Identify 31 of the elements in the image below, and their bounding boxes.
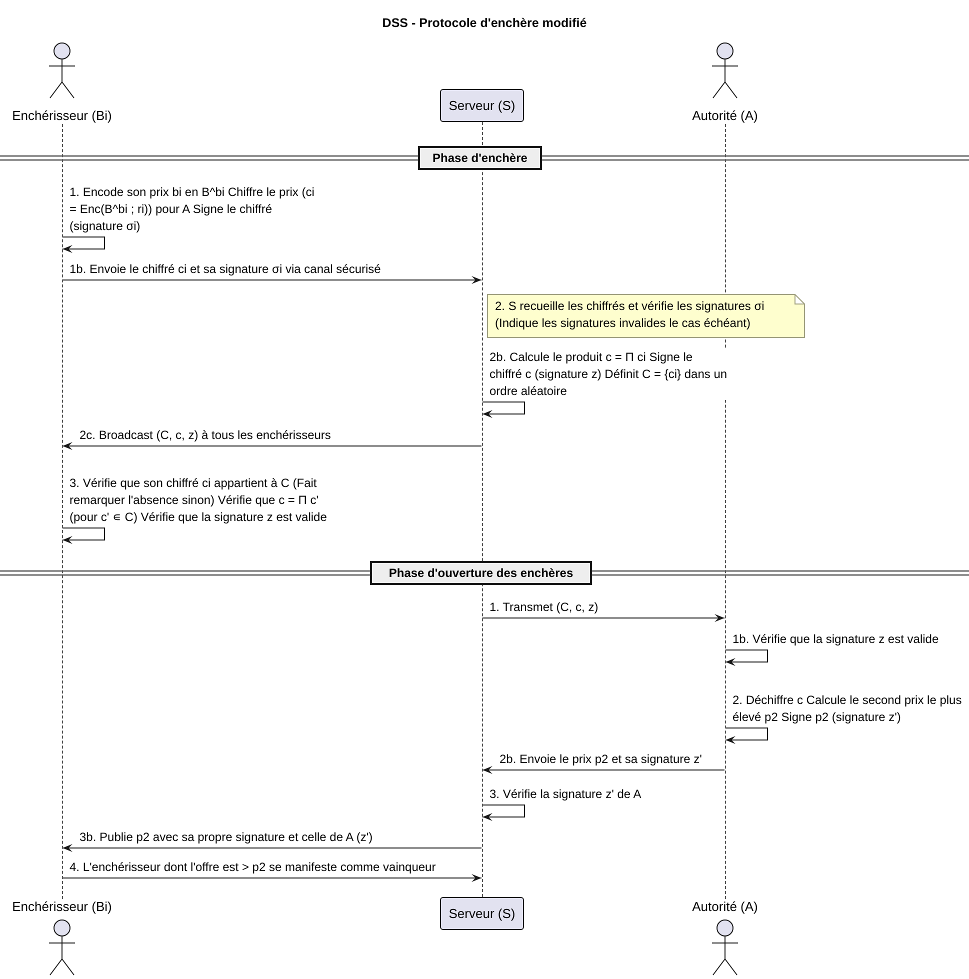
message-label: 2c. Broadcast (C, c, z) à tous les enchérisseurs [78,427,332,444]
message-arrow [482,804,525,821]
message-label: 1b. Envoie le chiffré ci et sa signature σi via canal sécurisé [68,261,382,278]
message-arrow [482,402,525,418]
actor-label: Autorité (A) [692,108,758,124]
message-arrow [725,650,768,666]
phase-label: Phase d'ouverture des enchères [370,561,592,585]
message-label: 2b. Envoie le prix p2 et sa signature z' [498,751,703,768]
message-label: 2b. Calcule le produit c = Π ci Signe le chiffré c (signature z) Définit C = {ci} dans un ordre aléatoire [488,349,728,400]
diagram-title: DSS - Protocole d'enchère modifié [381,16,588,30]
message-arrow [62,276,482,284]
message-label: 4. L'enchérisseur dont l'offre est > p2 se manifeste comme vainqueur [68,859,437,876]
actor-label: Enchérisseur (Bi) [12,108,112,124]
message-arrow [62,442,482,450]
message-label: 1. Transmet (C, c, z) [488,599,600,616]
message-arrow [482,766,725,774]
message-label: 3b. Publie p2 avec sa propre signature et celle de A (z') [78,829,374,846]
message-arrow [482,614,725,622]
actor-label: Enchérisseur (Bi) [12,899,112,915]
message-arrow [62,844,482,852]
message-arrow [62,236,105,253]
note: 2. S recueille les chiffrés et vérifie les signatures σi (Indique les signatures invalides le cas échéant) [487,294,805,338]
actor-label: Autorité (A) [692,899,758,915]
message-arrow [62,874,482,882]
message-arrow [725,728,768,744]
message-label: 3. Vérifie la signature z' de A [488,786,642,803]
participant-box: Serveur (S) [440,89,524,122]
message-label: 1b. Vérifie que la signature z est valide [732,631,940,648]
message-arrow [62,528,105,544]
participant-box: Serveur (S) [440,897,524,930]
phase-label: Phase d'enchère [418,146,542,170]
